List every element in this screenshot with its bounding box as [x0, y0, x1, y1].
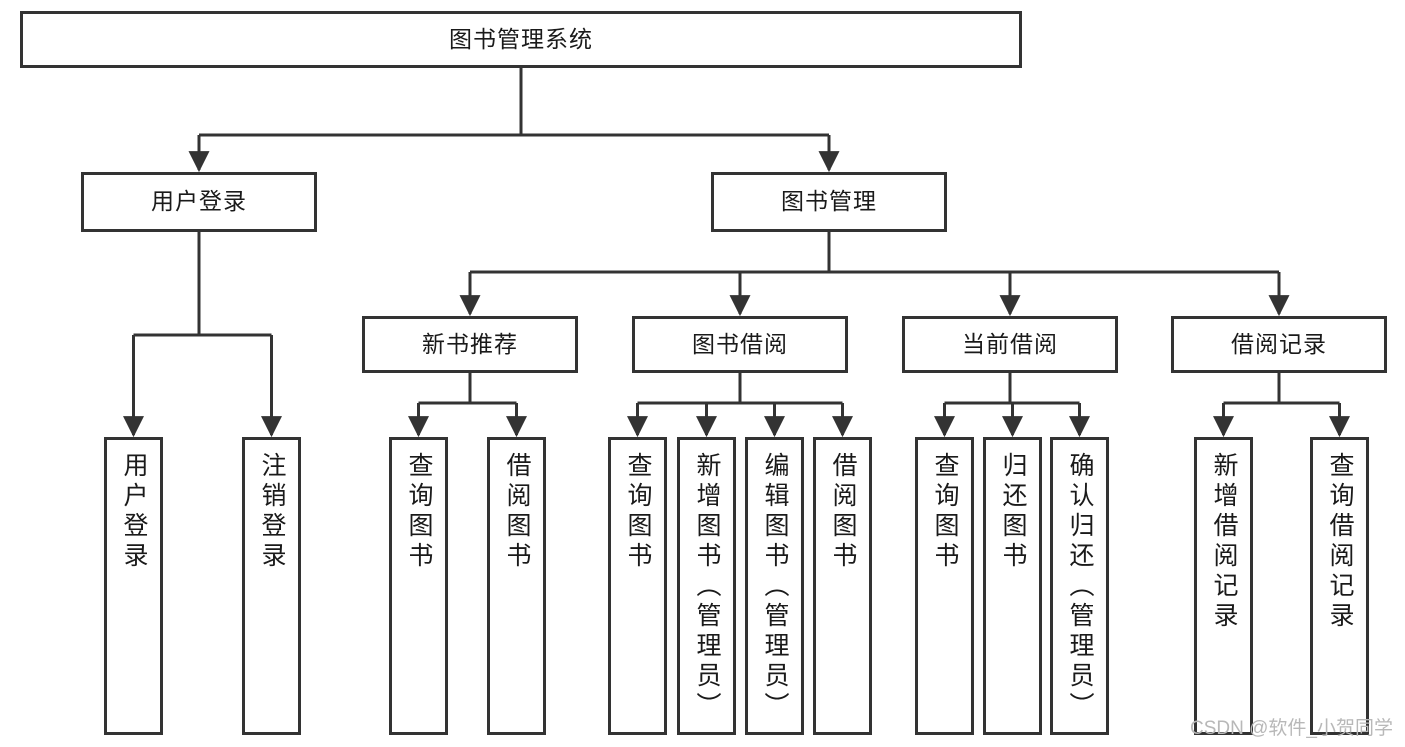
node-leaf-edit-book[interactable]: 编辑图书（管理员） — [745, 437, 804, 735]
node-user-login[interactable]: 用户登录 — [81, 172, 317, 232]
node-leaf-borrow-book-2-label: 借阅图书 — [829, 452, 857, 572]
node-leaf-borrow-book-1-label: 借阅图书 — [503, 452, 531, 572]
node-borrow-record[interactable]: 借阅记录 — [1171, 316, 1387, 373]
node-new-book-rec[interactable]: 新书推荐 — [362, 316, 578, 373]
node-leaf-confirm-return-label: 确认归还（管理员） — [1066, 452, 1094, 722]
node-leaf-return-book[interactable]: 归还图书 — [983, 437, 1042, 735]
node-leaf-query-book-3-label: 查询图书 — [931, 452, 959, 572]
node-leaf-borrow-book-2[interactable]: 借阅图书 — [813, 437, 872, 735]
node-leaf-edit-book-label: 编辑图书（管理员） — [761, 452, 789, 722]
node-root[interactable]: 图书管理系统 — [20, 11, 1022, 68]
node-current-borrow[interactable]: 当前借阅 — [902, 316, 1118, 373]
node-leaf-query-book-3[interactable]: 查询图书 — [915, 437, 974, 735]
node-leaf-query-book-1[interactable]: 查询图书 — [389, 437, 448, 735]
node-current-borrow-label: 当前借阅 — [962, 330, 1058, 357]
csdn-watermark: CSDN @软件_小贺同学 — [1190, 718, 1393, 739]
node-user-login-label: 用户登录 — [151, 188, 247, 215]
node-leaf-user-login[interactable]: 用户登录 — [104, 437, 163, 735]
node-leaf-query-record-label: 查询借阅记录 — [1326, 452, 1354, 632]
node-leaf-return-book-label: 归还图书 — [999, 452, 1027, 572]
node-leaf-query-book-2[interactable]: 查询图书 — [608, 437, 667, 735]
node-leaf-add-record[interactable]: 新增借阅记录 — [1194, 437, 1253, 735]
node-leaf-query-book-1-label: 查询图书 — [405, 452, 433, 572]
node-leaf-add-book-label: 新增图书（管理员） — [693, 452, 721, 722]
node-book-manage[interactable]: 图书管理 — [711, 172, 947, 232]
node-book-manage-label: 图书管理 — [781, 188, 877, 215]
node-book-borrow[interactable]: 图书借阅 — [632, 316, 848, 373]
node-leaf-add-book[interactable]: 新增图书（管理员） — [677, 437, 736, 735]
node-new-book-rec-label: 新书推荐 — [422, 330, 518, 357]
node-leaf-user-logout[interactable]: 注销登录 — [242, 437, 301, 735]
node-leaf-user-login-label: 用户登录 — [120, 452, 148, 572]
node-leaf-user-logout-label: 注销登录 — [258, 452, 286, 572]
node-leaf-query-record[interactable]: 查询借阅记录 — [1310, 437, 1369, 735]
node-book-borrow-label: 图书借阅 — [692, 330, 788, 357]
node-leaf-add-record-label: 新增借阅记录 — [1210, 452, 1238, 632]
node-leaf-confirm-return[interactable]: 确认归还（管理员） — [1050, 437, 1109, 735]
node-root-label: 图书管理系统 — [449, 25, 593, 52]
node-leaf-borrow-book-1[interactable]: 借阅图书 — [487, 437, 546, 735]
node-borrow-record-label: 借阅记录 — [1231, 330, 1327, 357]
node-leaf-query-book-2-label: 查询图书 — [624, 452, 652, 572]
